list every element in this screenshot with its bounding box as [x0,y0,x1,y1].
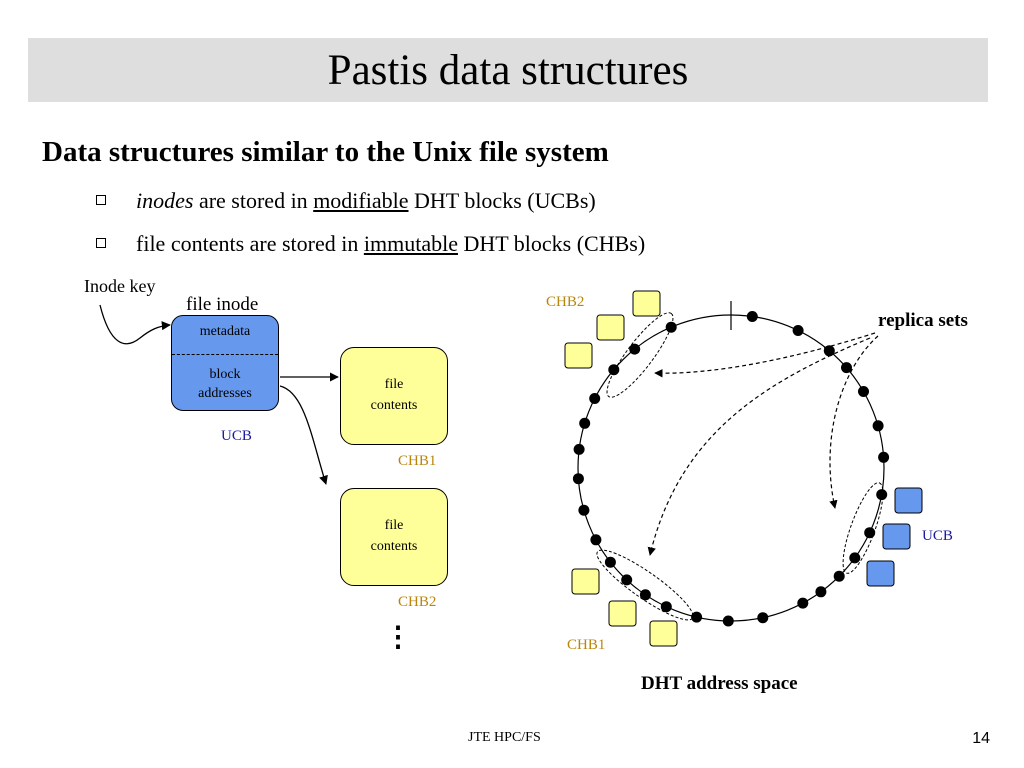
ring-node-dot [660,601,672,613]
ring-node-dot [792,325,804,336]
title-bar: Pastis data structures [28,38,988,102]
ring-node-dot [757,612,769,624]
ellipsis-marker: ⋮ [384,622,412,653]
bullet-text: DHT blocks (CHBs) [457,231,646,256]
replica-set-ellipse-chb2 [606,312,674,398]
ucb-inode-box: metadata block addresses [171,315,279,411]
chb-line1: file [384,377,404,392]
file-inode-label: file inode [186,294,259,315]
slide-title: Pastis data structures [327,47,689,94]
ring-node-dot [872,420,884,432]
replica-set-ellipse-ucb [842,482,884,574]
chb-line1: file [384,518,404,533]
ring-chb2-label: CHB2 [546,294,585,310]
ring-node-dot [876,489,888,501]
ring-node-dot [608,364,620,376]
bullet-item: file contents are stored in immutable DH… [96,231,645,257]
dht-address-space-caption: DHT address space [641,673,798,694]
ring-node-dot [589,393,601,404]
block-line2: addresses [198,386,252,401]
pointer-arrow-chb2 [279,385,328,485]
ring-node-dot [849,552,861,564]
ring-node-dot [665,321,677,333]
chb1-caption: CHB1 [398,453,437,469]
chb-line2: contents [370,539,418,554]
ring-node-dot [841,362,852,374]
replica-arrow [647,337,871,556]
ring-node-dot [878,451,890,463]
ucb-caption: UCB [221,428,252,444]
chb1-box: file contents [340,347,448,445]
chb-square [596,314,625,341]
ring-node-dot [639,589,651,601]
block-line1: block [209,367,241,382]
bullet-text: file contents are stored in [136,231,364,256]
bullet-text: are stored in [193,188,314,213]
bullet-text: DHT blocks (UCBs) [408,188,596,213]
inode-key-label: Inode key [84,276,156,296]
square-bullet-icon [96,195,106,205]
ring-node-dot [604,556,616,568]
ring-ucb-label: UCB [922,528,953,544]
chb-square [564,342,593,369]
ring-node-dot [722,615,734,627]
chb2-box: file contents [340,488,448,586]
ring-node-dot [572,473,584,485]
ring-node-dot [629,343,641,355]
square-bullet-icon [96,238,106,248]
inode-key-arrow [99,304,171,345]
replica-sets-label: replica sets [878,310,968,331]
block-addresses-label: block addresses [172,365,278,403]
page-number: 14 [972,730,990,747]
ring-node-dot [579,417,591,429]
ucb-square [894,487,923,514]
footer-text: JTE HPC/FS [468,730,541,745]
chb-square [632,290,661,317]
ring-node-dot [864,527,876,539]
bullet-italic-lead: inodes [136,188,194,213]
chb-square [608,600,637,627]
chb-box-text: file contents [341,374,447,416]
ring-node-dot [823,345,835,357]
ring-node-dot [746,311,758,322]
chb2-caption: CHB2 [398,594,437,610]
ring-node-dot [691,611,703,623]
bullet-underline: modifiable [313,188,409,213]
replica-set-ellipse-chb1 [596,549,694,621]
ring-node-dot [578,504,590,516]
chb-square [571,568,600,595]
ring-node-dot [573,443,585,455]
metadata-label: metadata [199,324,251,339]
ucb-square [866,560,895,587]
slide-heading: Data structures similar to the Unix file… [42,136,609,168]
bullet-underline: immutable [363,231,458,256]
ring-node-dot [858,386,869,397]
ring-node-dot [797,597,809,609]
ring-node-dot [815,586,827,598]
ring-node-dot [833,570,845,582]
chb-square [649,620,678,647]
ring-node-dot [590,534,602,546]
chb-box-text: file contents [341,515,447,557]
ucb-square [882,523,911,550]
replica-arrow [829,335,879,509]
chb-line2: contents [370,398,418,413]
bullet-item: inodes are stored in modifiable DHT bloc… [96,188,596,214]
ring-chb1-label: CHB1 [567,637,606,653]
ring-node-dot [621,574,633,586]
ring-nodes [572,311,890,627]
dashed-divider [172,354,278,355]
